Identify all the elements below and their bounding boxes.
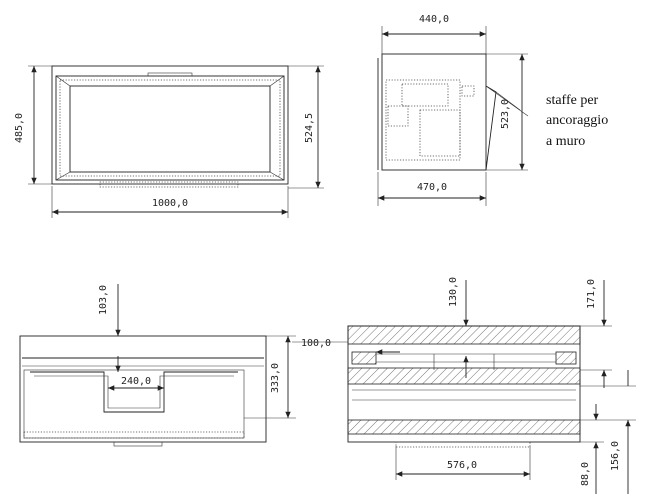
side-left-label: 100,0 <box>301 338 331 349</box>
front-width-label: 1000,0 <box>152 198 188 209</box>
side-top-label: 130,0 <box>448 277 459 307</box>
side-right-bottom-label: 156,0 <box>610 441 621 471</box>
notch-profile <box>30 371 238 413</box>
front-panel <box>69 85 271 173</box>
front-height-left-label: 485,0 <box>14 113 25 143</box>
side-height-label: 523,0 <box>500 99 511 129</box>
side-section: 130,0 171,0 100,0 576,0 88,0 156,0 <box>292 277 636 494</box>
front-view: 485,0 524,5 1000,0 <box>14 65 324 218</box>
front-outer <box>51 65 289 185</box>
front-bottom-strip <box>99 181 239 188</box>
side-outer <box>381 53 487 171</box>
wall-bracket <box>485 85 497 171</box>
middle-hatch <box>347 367 581 385</box>
side-bottom-label: 88,0 <box>580 462 591 486</box>
section-top-offset-label: 103,0 <box>98 285 109 315</box>
side-right-top-label: 171,0 <box>586 279 597 309</box>
section-height-label: 333,0 <box>270 363 281 393</box>
front-section: 103,0 240,0 333,0 <box>19 284 296 447</box>
side-view: 440,0 470,0 523,0 staffe per ancoraggio … <box>377 14 608 206</box>
front-frame <box>55 75 285 181</box>
bottom-hatch <box>347 419 581 435</box>
front-height-right-label: 524,5 <box>304 113 315 143</box>
note-line-1: staffe per <box>546 93 599 108</box>
note-line-2: ancoraggio <box>546 113 608 128</box>
section-notch-label: 240,0 <box>121 376 151 387</box>
side-width-top-label: 440,0 <box>419 14 449 25</box>
section-outer <box>19 335 267 443</box>
note-line-3: a muro <box>546 134 585 149</box>
side-bottom-width-label: 576,0 <box>447 460 477 471</box>
side-width-bottom-label: 470,0 <box>417 182 447 193</box>
top-hatch <box>347 325 581 345</box>
